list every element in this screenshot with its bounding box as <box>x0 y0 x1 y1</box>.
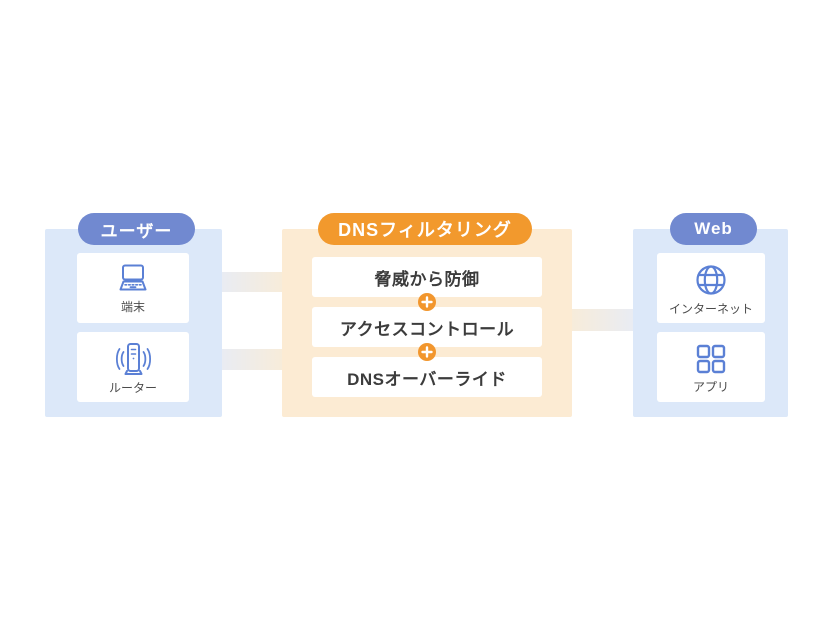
router-box: ルーター <box>77 332 189 402</box>
feature-dns-override: DNSオーバーライド <box>312 357 542 397</box>
feature-access-control-label: アクセスコントロール <box>339 319 515 339</box>
app-label: アプリ <box>692 379 729 394</box>
internet-label: インターネット <box>668 301 753 316</box>
plus-icon <box>418 343 436 361</box>
laptop-icon <box>111 264 155 296</box>
router-icon <box>111 341 156 377</box>
dns-badge-label: DNSフィルタリング <box>338 220 512 240</box>
globe-icon <box>693 262 729 298</box>
feature-threat-defense-label: 脅威から防御 <box>374 269 480 289</box>
plus-icon <box>418 293 436 311</box>
users-badge-label: ユーザー <box>100 221 173 241</box>
device-box: 端末 <box>77 253 189 323</box>
feature-access-control: アクセスコントロール <box>312 307 542 347</box>
feature-threat-defense: 脅威から防御 <box>312 257 542 297</box>
users-badge: ユーザー <box>78 213 195 245</box>
connector-device-dns <box>222 272 282 292</box>
feature-dns-override-label: DNSオーバーライド <box>347 369 507 389</box>
connector-router-dns <box>222 349 282 370</box>
dns-badge: DNSフィルタリング <box>318 213 532 245</box>
web-badge: Web <box>670 213 757 245</box>
device-label: 端末 <box>120 299 145 314</box>
connector-dns-web <box>572 309 633 331</box>
web-badge-label: Web <box>694 219 733 238</box>
router-label: ルーター <box>108 380 157 395</box>
app-box: アプリ <box>657 332 765 402</box>
grid-icon <box>694 342 728 376</box>
internet-box: インターネット <box>657 253 765 323</box>
